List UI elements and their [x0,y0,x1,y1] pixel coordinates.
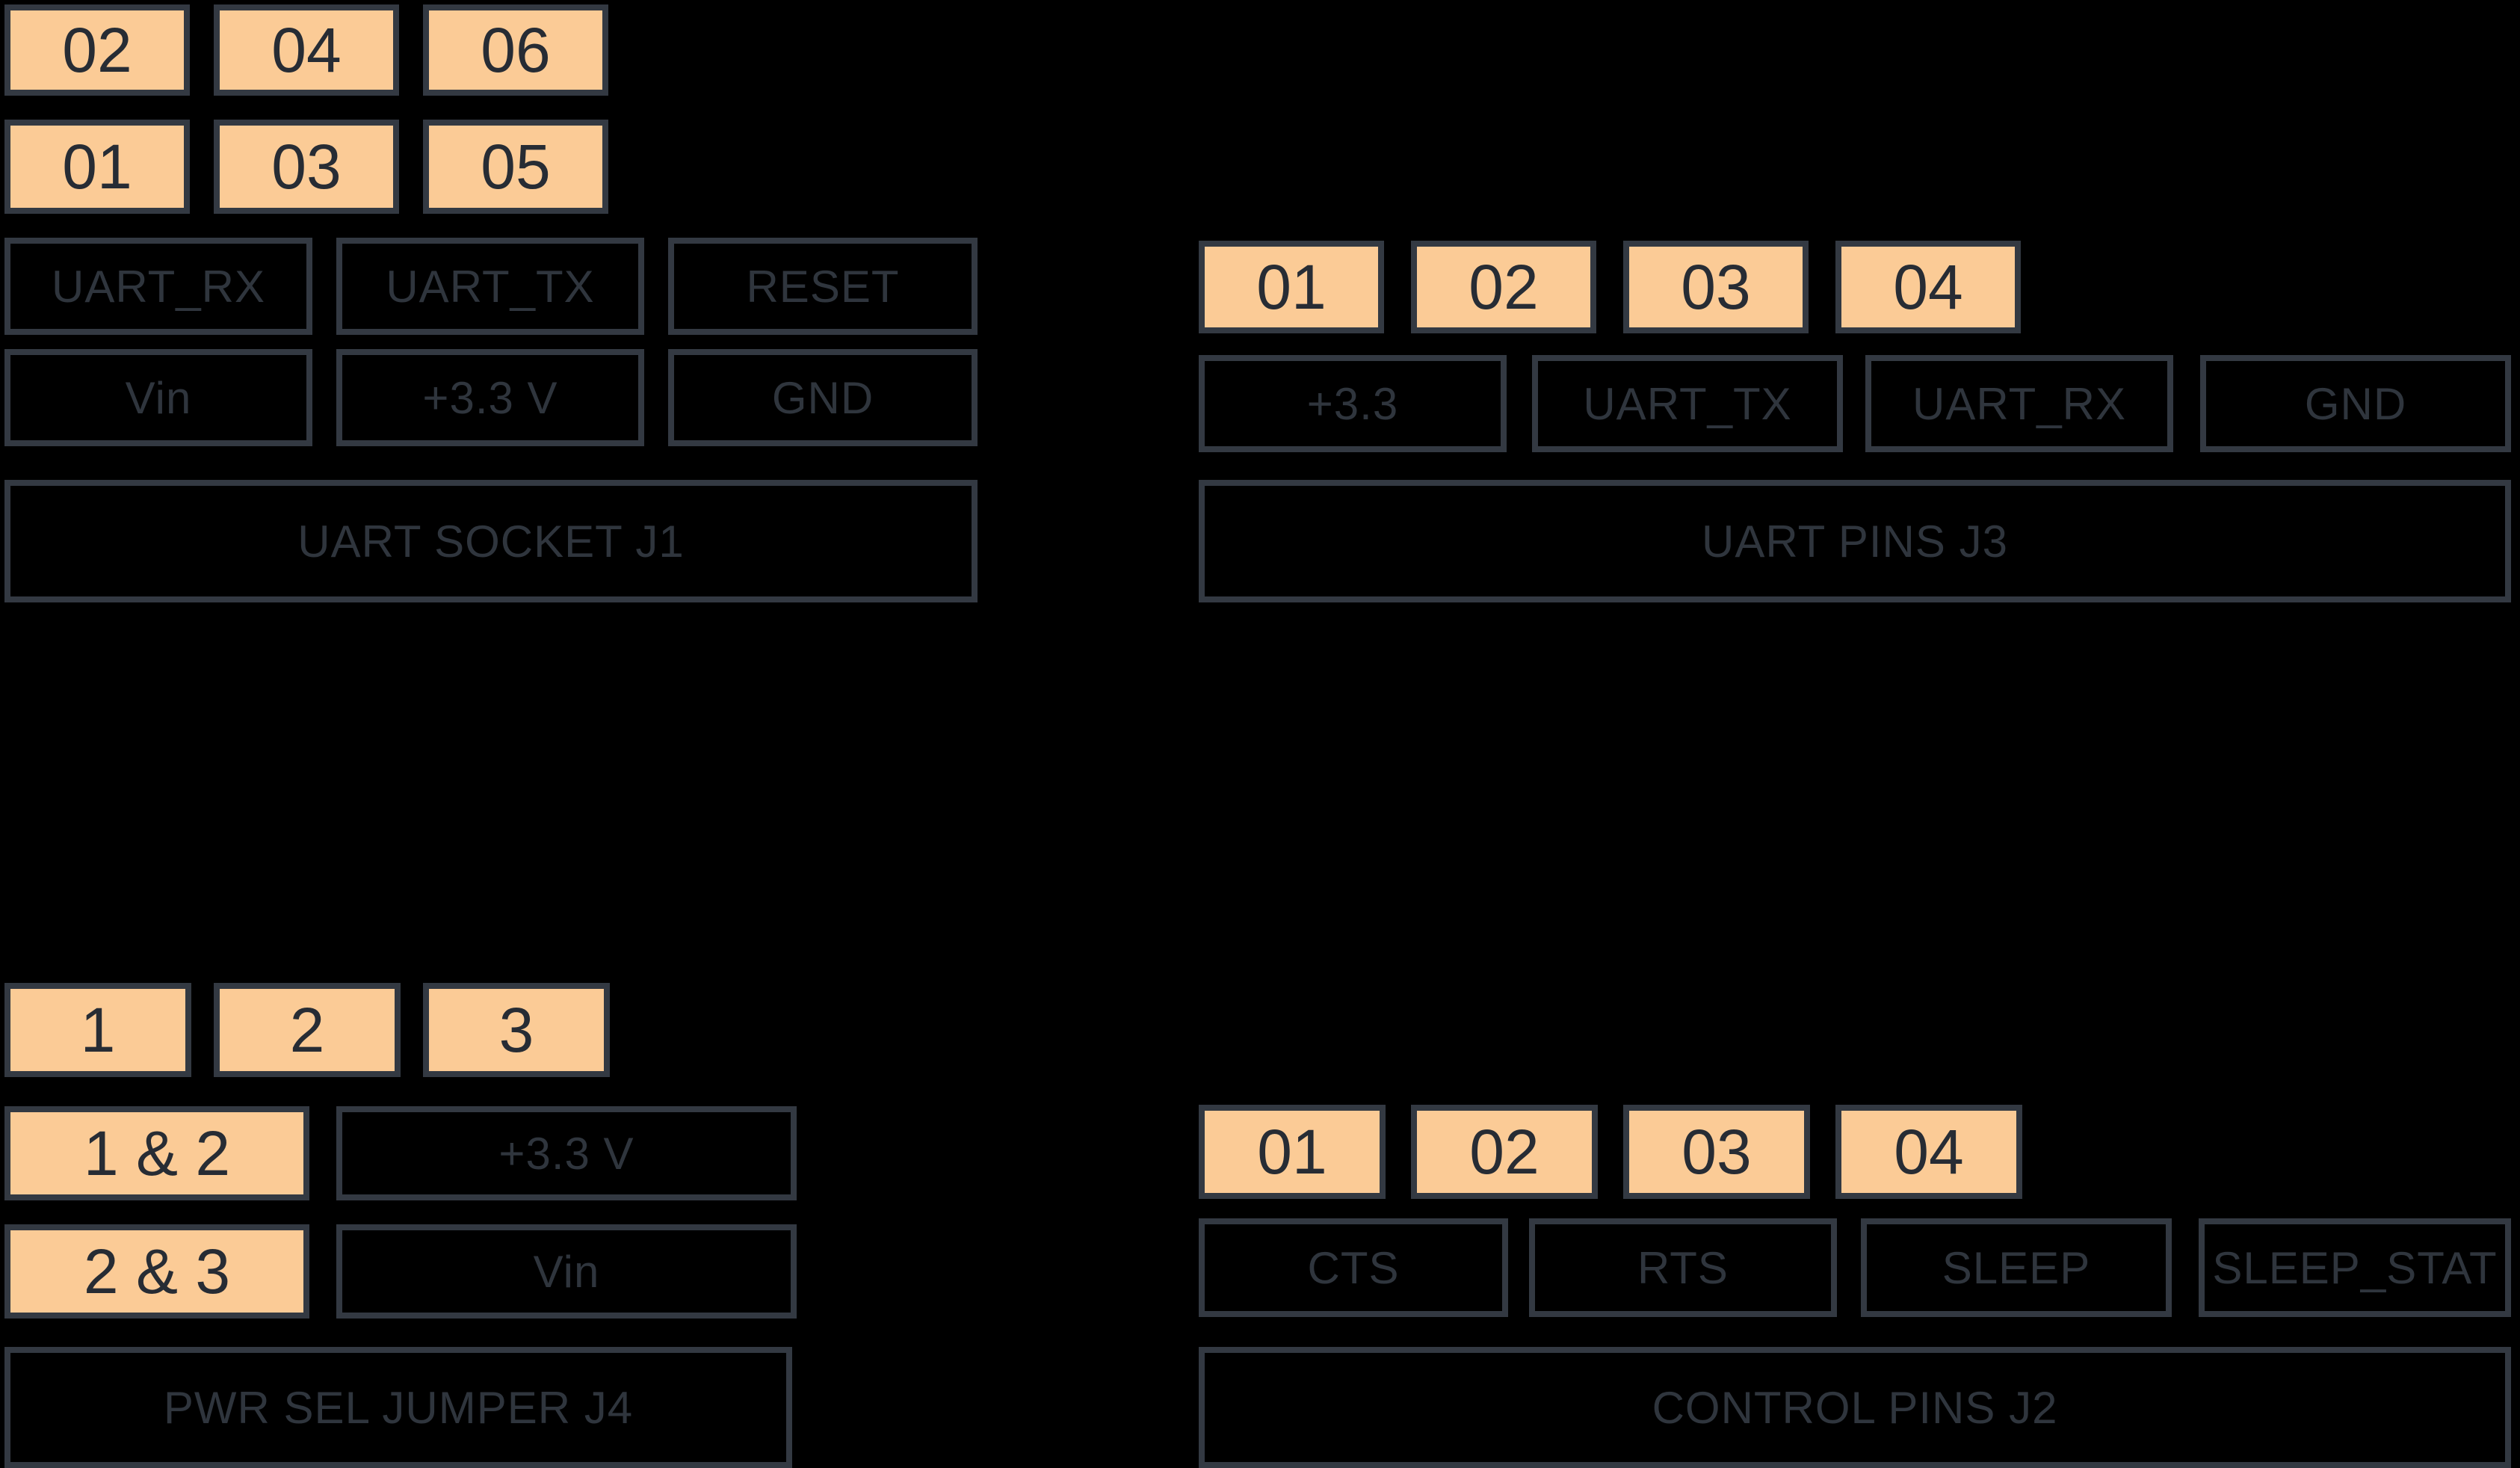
j1-label-3v3: +3.3 V [336,349,644,446]
j1-pin-04: 04 [214,4,399,96]
j2-pin-01: 01 [1199,1105,1386,1199]
j3-pin-01: 01 [1199,241,1384,333]
j1-pin-03: 03 [214,120,399,214]
j3-pin-04: 04 [1835,241,2021,333]
j1-label-uart-rx: UART_RX [4,238,312,335]
j1-label-reset: RESET [668,238,978,335]
j2-pin-04: 04 [1835,1105,2022,1199]
j4-jumper-1-2: 1 & 2 [4,1106,309,1200]
j3-label-3v3: +3.3 [1199,355,1507,452]
j4-value-3v3: +3.3 V [336,1106,797,1200]
j1-pin-01: 01 [4,120,190,214]
j2-label-cts: CTS [1199,1218,1508,1317]
j2-label-rts: RTS [1529,1218,1837,1317]
j3-pin-03: 03 [1623,241,1809,333]
j3-label-uart-tx: UART_TX [1532,355,1843,452]
j4-jumper-2-3: 2 & 3 [4,1224,309,1319]
j2-label-sleep-stat: SLEEP_STAT [2199,1218,2511,1317]
j2-title: CONTROL PINS J2 [1199,1347,2511,1468]
j1-label-gnd: GND [668,349,978,446]
j4-pin-1: 1 [4,983,191,1077]
j1-label-vin: Vin [4,349,312,446]
j3-title: UART PINS J3 [1199,480,2511,602]
j2-pin-03: 03 [1623,1105,1810,1199]
j1-title: UART SOCKET J1 [4,480,978,602]
j4-value-vin: Vin [336,1224,797,1319]
j3-label-uart-rx: UART_RX [1865,355,2173,452]
j2-label-sleep: SLEEP [1861,1218,2172,1317]
j1-pin-02: 02 [4,4,190,96]
j4-pin-3: 3 [423,983,610,1077]
j3-label-gnd: GND [2200,355,2511,452]
j1-label-uart-tx: UART_TX [336,238,644,335]
j4-pin-2: 2 [214,983,401,1077]
j1-pin-05: 05 [423,120,608,214]
j3-pin-02: 02 [1411,241,1596,333]
j4-title: PWR SEL JUMPER J4 [4,1347,792,1468]
j2-pin-02: 02 [1411,1105,1598,1199]
j1-pin-06: 06 [423,4,608,96]
